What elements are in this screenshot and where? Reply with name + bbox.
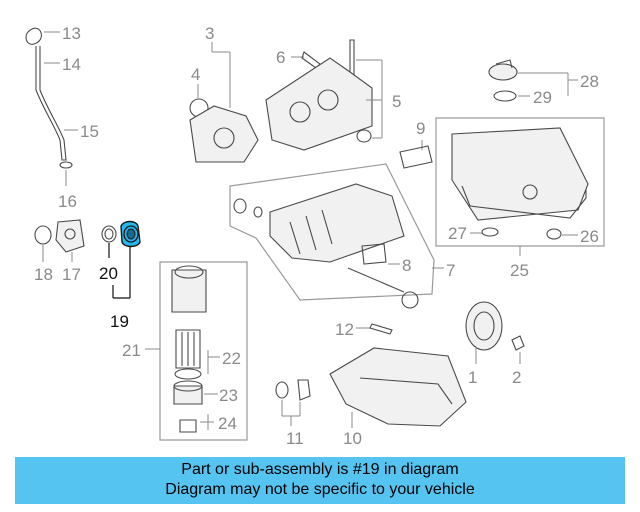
- filler-cap-group: 28 29: [488, 59, 599, 107]
- filter-box: [159, 261, 248, 441]
- callout-28: 28: [580, 72, 599, 91]
- o-ring-20: [101, 225, 117, 243]
- callout-24: 24: [218, 414, 237, 433]
- oil-pan: [329, 347, 467, 427]
- front-cover-group: 3 4 6 5: [189, 24, 401, 163]
- bolt-12-group: 12: [335, 320, 393, 339]
- callout-11: 11: [286, 429, 304, 448]
- sensor-ring: [401, 291, 419, 309]
- oil-pan-group: 10: [329, 347, 467, 448]
- callout-19: 19: [110, 312, 129, 331]
- o-ring-20-inner: [104, 228, 114, 240]
- intake-manifold: [269, 183, 405, 263]
- seal-29: [493, 90, 517, 102]
- bolt-12: [369, 323, 393, 335]
- filter-housing-top: [174, 265, 204, 279]
- valve-cover-box: [435, 117, 605, 247]
- callout-2: 2: [512, 368, 521, 387]
- valve-cover-gasket: [461, 185, 587, 219]
- dipstick-handle: [25, 27, 42, 45]
- callout-29: 29: [533, 88, 552, 107]
- callout-8: 8: [402, 256, 411, 275]
- timing-cover-bore: [213, 127, 235, 149]
- callout-5: 5: [392, 92, 401, 111]
- callout-9: 9: [416, 119, 425, 138]
- intake-ring: [253, 206, 263, 218]
- callout-14: 14: [62, 55, 81, 74]
- sensor-group: 11: [275, 379, 311, 448]
- dipstick-tube: [59, 139, 67, 161]
- pulley-group: 1 2: [465, 301, 525, 387]
- callout-23: 23: [219, 386, 238, 405]
- filter-group: 21 22 23 24: [122, 261, 248, 441]
- callout-12: 12: [335, 320, 354, 339]
- intake-box: [229, 163, 435, 301]
- callout-27: 27: [448, 224, 467, 243]
- head-cam-bore-2: [317, 89, 339, 111]
- callout-16: 16: [58, 192, 77, 211]
- timing-cover: [189, 105, 259, 163]
- head-cam-bore-1: [289, 101, 311, 123]
- filler-cap-grip: [495, 59, 513, 69]
- callout-25: 25: [510, 261, 529, 280]
- callout-6: 6: [276, 48, 285, 67]
- callout-3: 3: [205, 24, 214, 43]
- filter-gasket: [174, 368, 202, 380]
- intake-runners: [289, 209, 333, 255]
- dipstick-group: 13 14 15 16: [25, 24, 99, 211]
- callout-18: 18: [34, 265, 53, 284]
- oil-filler-port: [522, 184, 538, 200]
- filter-cap-top: [173, 380, 203, 392]
- seal-26: [546, 228, 562, 240]
- pulley-1-hub: [473, 311, 495, 341]
- part-19-bore: [126, 228, 136, 240]
- bolt-2: [511, 335, 525, 351]
- callout-26: 26: [580, 227, 599, 246]
- intake-seal: [233, 198, 247, 214]
- parts-diagram: 13 14 15 16 18 17 20 19 21: [25, 24, 605, 448]
- callout-4: 4: [191, 65, 200, 84]
- callout-1: 1: [468, 368, 477, 387]
- head-seal: [356, 129, 372, 143]
- dipstick-seal: [59, 161, 73, 169]
- filter-cap: [173, 385, 203, 405]
- valve-cover-group: 27 26 25: [435, 117, 605, 280]
- filler-cap-28: [488, 63, 518, 81]
- seal-27: [481, 227, 499, 237]
- callout-7: 7: [446, 261, 455, 280]
- sensor-seal: [275, 381, 289, 399]
- bolt-strip: [347, 267, 405, 293]
- housing-17: [55, 219, 85, 253]
- dipstick-rod-edge: [39, 46, 65, 141]
- callout-21: 21: [122, 341, 141, 360]
- filter-housing: [171, 269, 207, 313]
- intake-gasket-8: [361, 243, 387, 265]
- callout-22: 22: [222, 349, 241, 368]
- callout-17: 17: [62, 265, 81, 284]
- sensor-11: [297, 379, 311, 401]
- callout-15: 15: [80, 122, 99, 141]
- part-19-group: 20 19: [99, 220, 141, 331]
- callout-10: 10: [343, 429, 362, 448]
- pulley-1: [465, 301, 503, 351]
- filter-element: [175, 329, 201, 369]
- part-19-face: [123, 225, 139, 243]
- callout-20: 20: [99, 264, 118, 283]
- housing-17-bore: [64, 228, 76, 240]
- label-plate: [399, 145, 433, 169]
- bolt-6: [301, 51, 321, 69]
- housing-group: 18 17: [34, 219, 85, 284]
- label-plate-group: 9: [399, 119, 433, 169]
- filter-drain-plug: [179, 419, 197, 433]
- intake-group: 8 7: [229, 163, 455, 309]
- callout-13: 13: [62, 24, 81, 43]
- info-banner: Part or sub-assembly is #19 in diagram D…: [15, 457, 625, 504]
- valve-cover: [451, 127, 589, 221]
- seal-18: [34, 225, 52, 245]
- dipstick-rod: [35, 46, 61, 141]
- banner-line-2: Diagram may not be specific to your vehi…: [165, 481, 475, 498]
- oil-pan-baffle: [359, 377, 453, 405]
- banner-line-1: Part or sub-assembly is #19 in diagram: [181, 461, 459, 478]
